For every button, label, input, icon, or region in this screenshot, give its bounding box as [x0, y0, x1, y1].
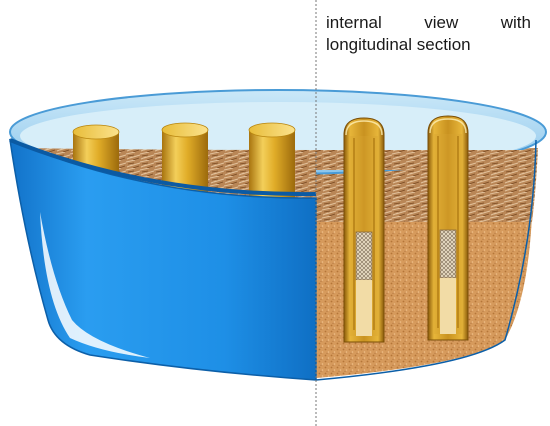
stake-3	[248, 122, 296, 198]
caption-word-1: internal	[326, 13, 382, 32]
caption-word-3: with	[500, 13, 531, 32]
section-caption: internal view with longitudinal section	[326, 12, 531, 56]
tub-wall	[9, 138, 317, 381]
tub-highlight	[40, 212, 150, 358]
tub-wall-edge	[9, 138, 317, 197]
caption-word-2: view	[424, 13, 459, 32]
tub-right-edge	[315, 139, 537, 381]
sectioned-stake-2	[427, 115, 469, 341]
caption-line-2: longitudinal section	[326, 35, 471, 54]
sectioned-stake-1	[343, 117, 385, 343]
caption-line-1: internal view with	[326, 12, 531, 34]
